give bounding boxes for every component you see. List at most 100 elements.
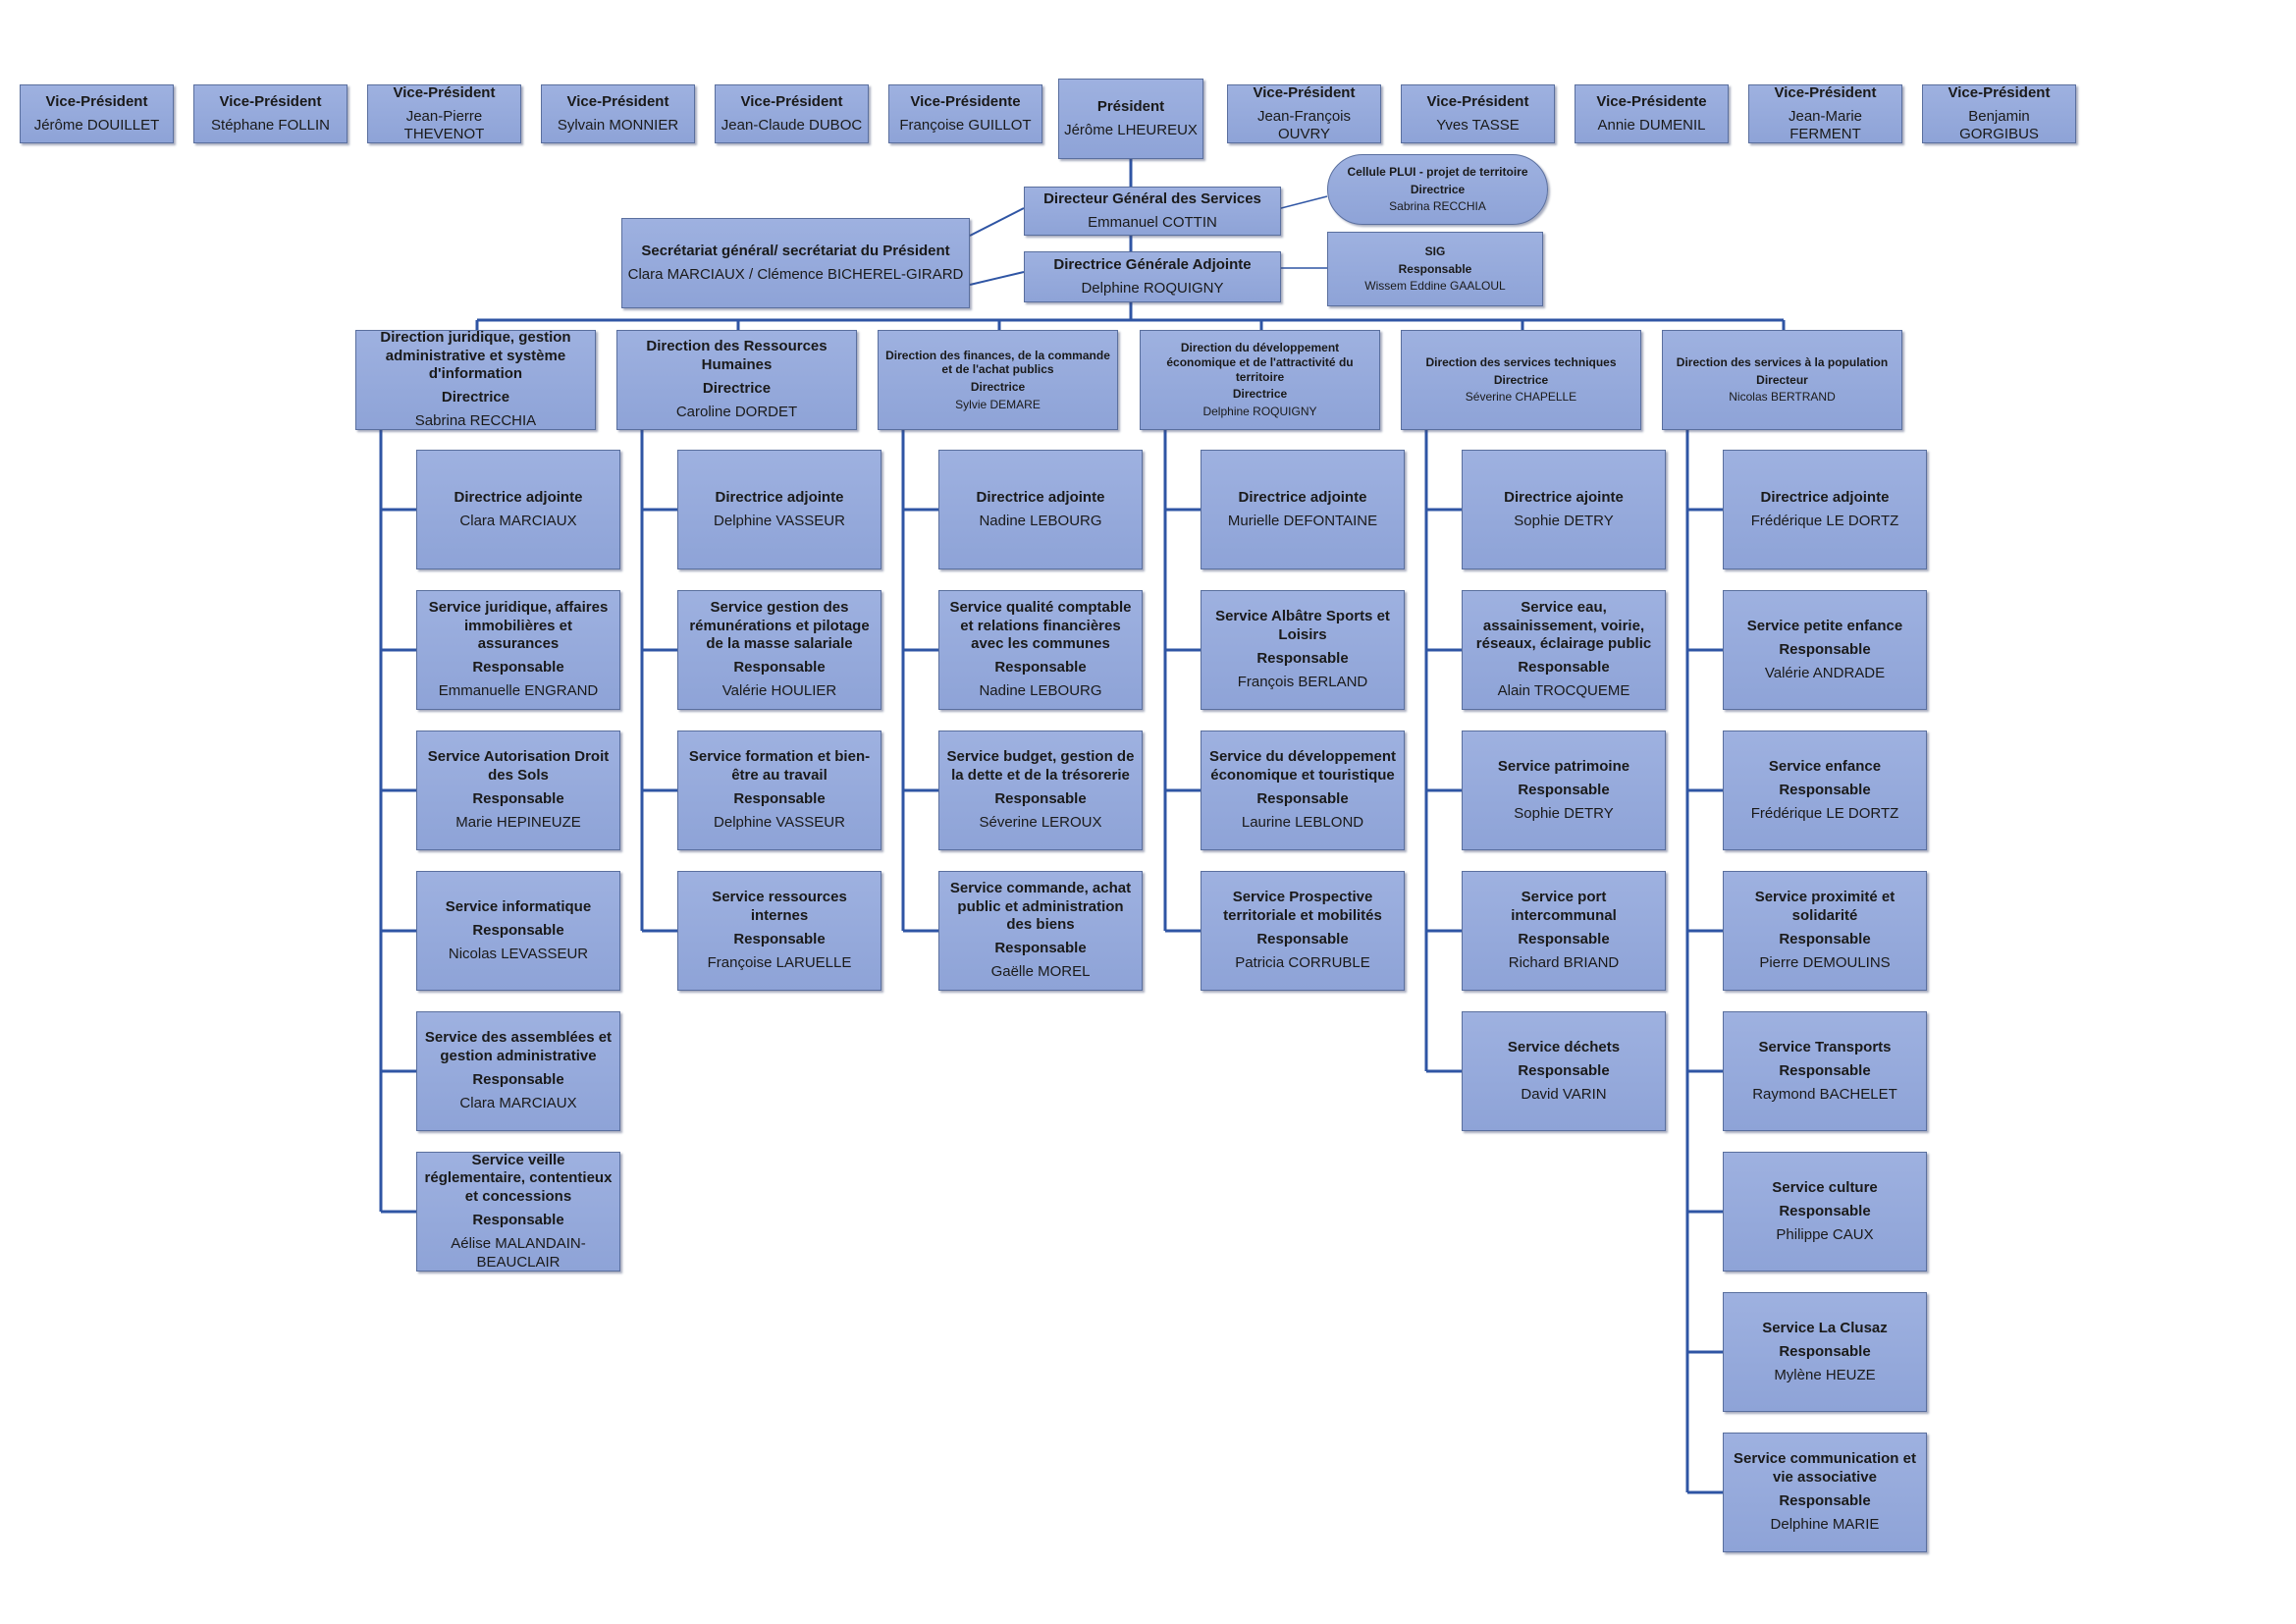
box-role: Responsable bbox=[472, 1212, 564, 1228]
box-name: Sylvie DEMARE bbox=[955, 397, 1041, 411]
box-title: Vice-Président bbox=[393, 83, 496, 101]
box-name: Séverine CHAPELLE bbox=[1465, 390, 1577, 405]
box-role: Responsable bbox=[1779, 1342, 1871, 1360]
box-title: Service juridique, affaires immobilières… bbox=[428, 599, 609, 652]
box-title: Service formation et bien-être au travai… bbox=[688, 748, 871, 784]
box-title: Service culture bbox=[1772, 1178, 1878, 1196]
box-title: Vice-Président bbox=[1253, 83, 1356, 101]
box-title: Directrice adjointe bbox=[976, 488, 1105, 506]
box-title: Vice-Président bbox=[1948, 83, 2051, 101]
service-box: Service qualité comptable et relations f… bbox=[938, 590, 1143, 710]
box-name: Nicolas LEVASSEUR bbox=[448, 946, 589, 963]
box-role: Responsable bbox=[1256, 931, 1349, 947]
box-name: Mylène HEUZE bbox=[1774, 1367, 1876, 1384]
box-title: Service qualité comptable et relations f… bbox=[949, 599, 1132, 652]
box-name: Stéphane FOLLIN bbox=[211, 117, 330, 134]
box-name: Jérôme LHEUREUX bbox=[1064, 122, 1198, 138]
box-role: Directrice bbox=[1493, 372, 1549, 387]
box-title: Directrice adjointe bbox=[1238, 488, 1367, 506]
box-role: Responsable bbox=[472, 659, 564, 677]
service-box: Service Prospective territoriale et mobi… bbox=[1201, 871, 1405, 991]
box-title: Direction des Ressources Humaines bbox=[646, 338, 828, 373]
box-name: Aélise MALANDAIN-BEAUCLAIR bbox=[451, 1235, 586, 1271]
box-title: Direction des finances, de la commande e… bbox=[885, 348, 1110, 377]
box-title: Vice-Président bbox=[566, 92, 669, 110]
box-name: Jean-Pierre THEVENOT bbox=[403, 107, 485, 143]
box-role: Responsable bbox=[1256, 650, 1349, 667]
service-box: Service budget, gestion de la dette et d… bbox=[938, 731, 1143, 850]
box-role: Directrice bbox=[702, 380, 772, 397]
box-name: Richard BRIAND bbox=[1508, 954, 1620, 972]
box-title: Vice-Président bbox=[219, 92, 322, 110]
box-name: Jean-François OUVRY bbox=[1256, 107, 1352, 143]
box-role: Directrice bbox=[970, 380, 1026, 394]
box-role: Responsable bbox=[1779, 781, 1871, 798]
box-title: Service communication et vie associative bbox=[1734, 1450, 1916, 1486]
box-role: Responsable bbox=[1779, 1492, 1871, 1509]
box-role: Responsable bbox=[1779, 1202, 1871, 1219]
box-name: Philippe CAUX bbox=[1776, 1226, 1874, 1244]
box-title: Service veille réglementaire, contentieu… bbox=[424, 1152, 613, 1205]
box-name: Patricia CORRUBLE bbox=[1235, 954, 1370, 972]
service-box: Service veille réglementaire, contentieu… bbox=[416, 1152, 620, 1272]
box-name: Clara MARCIAUX bbox=[459, 1095, 577, 1112]
box-title: Service proximité et solidarité bbox=[1754, 889, 1896, 924]
box-name: David VARIN bbox=[1521, 1086, 1607, 1104]
box-role: Responsable bbox=[1256, 790, 1349, 807]
box-role: Responsable bbox=[472, 921, 564, 939]
service-box: Service commande, achat public et admini… bbox=[938, 871, 1143, 991]
box-name: Yves TASSE bbox=[1436, 117, 1520, 134]
box-title: Vice-Président bbox=[1774, 83, 1877, 101]
box-name: Laurine LEBLOND bbox=[1241, 814, 1364, 832]
box-role: Directrice bbox=[1410, 182, 1466, 196]
box-name: Jean-Marie FERMENT bbox=[1788, 107, 1863, 143]
box-title: Directrice adjointe bbox=[715, 488, 844, 506]
box-name: Sylvain MONNIER bbox=[557, 117, 679, 134]
box-role: Responsable bbox=[1518, 781, 1610, 798]
box-name: Gaëlle MOREL bbox=[990, 963, 1091, 981]
box-name: Valérie ANDRADE bbox=[1764, 665, 1886, 682]
box-role: Responsable bbox=[1518, 1061, 1610, 1079]
box-title: Service déchets bbox=[1507, 1038, 1621, 1056]
box-name: Delphine ROQUIGNY bbox=[1081, 280, 1224, 297]
box-title: Vice-Président bbox=[740, 92, 843, 110]
box-name: Nadine LEBOURG bbox=[979, 513, 1102, 529]
box-role: Responsable bbox=[1518, 931, 1610, 947]
box-role: Responsable bbox=[472, 790, 564, 807]
box-title: Directrice ajointe bbox=[1504, 488, 1624, 506]
box-name: Caroline DORDET bbox=[675, 404, 798, 421]
secretariat-dgs-link bbox=[969, 207, 1025, 237]
box-role: Directrice bbox=[441, 389, 510, 406]
box-name: Nadine LEBOURG bbox=[979, 682, 1102, 700]
service-box: Service eau, assainissement, voirie, rés… bbox=[1462, 590, 1666, 710]
box-name: Delphine VASSEUR bbox=[714, 814, 845, 832]
box-name: Sabrina RECCHIA bbox=[414, 412, 537, 430]
box-role: Responsable bbox=[733, 931, 826, 947]
box-name: Françoise LARUELLE bbox=[707, 954, 852, 972]
box-name: François BERLAND bbox=[1237, 674, 1368, 691]
box-title: Service La Clusaz bbox=[1762, 1319, 1888, 1336]
box-title: Service Albâtre Sports et Loisirs bbox=[1215, 608, 1390, 643]
